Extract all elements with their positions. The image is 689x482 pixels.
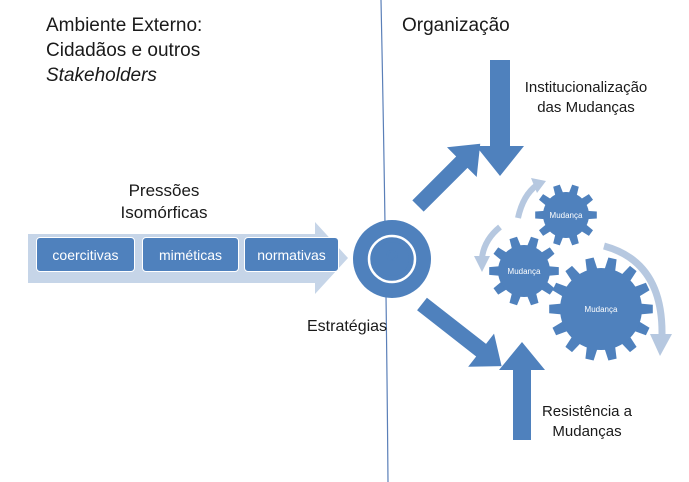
gear-large: Mudança bbox=[549, 257, 653, 361]
gear-body bbox=[498, 245, 550, 297]
cycle-arrow-right-head bbox=[650, 334, 672, 356]
strategy-symbol: O bbox=[385, 248, 399, 265]
gear-label: Mudança bbox=[585, 305, 618, 314]
gear-small-left: Mudança bbox=[489, 236, 559, 306]
gear-label: Mudança bbox=[508, 267, 541, 276]
institutionalization-line-1: Institucionalização bbox=[524, 79, 648, 96]
pressure-mimetic: miméticas bbox=[142, 237, 239, 272]
organization-title: Organização bbox=[402, 15, 510, 36]
external-line-2: Cidadãos e outros bbox=[46, 40, 201, 61]
cycle-arrow-top-head bbox=[531, 178, 546, 193]
cycle-arrow-left-head bbox=[474, 256, 490, 272]
external-line-1: Ambiente Externo: bbox=[46, 15, 203, 36]
arrow-up-right bbox=[412, 143, 481, 212]
external-environment-title: Ambiente Externo: Cidadãos e outros Stak… bbox=[46, 13, 202, 88]
gear-body bbox=[543, 192, 589, 238]
cycle-arrow-left bbox=[479, 224, 502, 259]
pressure-normative: normativas bbox=[244, 237, 339, 272]
cycle-arrow-right bbox=[603, 242, 666, 336]
gear-small-top: Mudança bbox=[535, 184, 597, 246]
arrow-up-resistance bbox=[499, 342, 545, 440]
arrow-down-institutionalization bbox=[476, 60, 524, 176]
strategies-label: Estratégias bbox=[307, 318, 388, 335]
gear-body bbox=[560, 268, 642, 350]
institutionalization-line-2: das Mudanças bbox=[537, 99, 635, 116]
gear-label: Mudança bbox=[550, 211, 583, 220]
cycle-arrow-top bbox=[515, 182, 539, 219]
resistance-line-1: Resistência a bbox=[541, 403, 633, 420]
resistance-line-2: Mudanças bbox=[552, 423, 622, 440]
institutionalization-label: Institucionalização das Mudanças bbox=[513, 78, 659, 118]
resistance-label: Resistência a Mudanças bbox=[536, 402, 638, 442]
strategy-target bbox=[353, 220, 431, 298]
pressures-title-line-2: Isomórficas bbox=[120, 203, 208, 222]
arrow-down-right bbox=[417, 297, 502, 367]
pressure-coercive: coercitivas bbox=[36, 237, 135, 272]
external-line-3: Stakeholders bbox=[46, 65, 157, 86]
pressures-title-line-1: Pressões bbox=[128, 181, 200, 200]
pressures-title: Pressões Isomórficas bbox=[96, 180, 232, 224]
